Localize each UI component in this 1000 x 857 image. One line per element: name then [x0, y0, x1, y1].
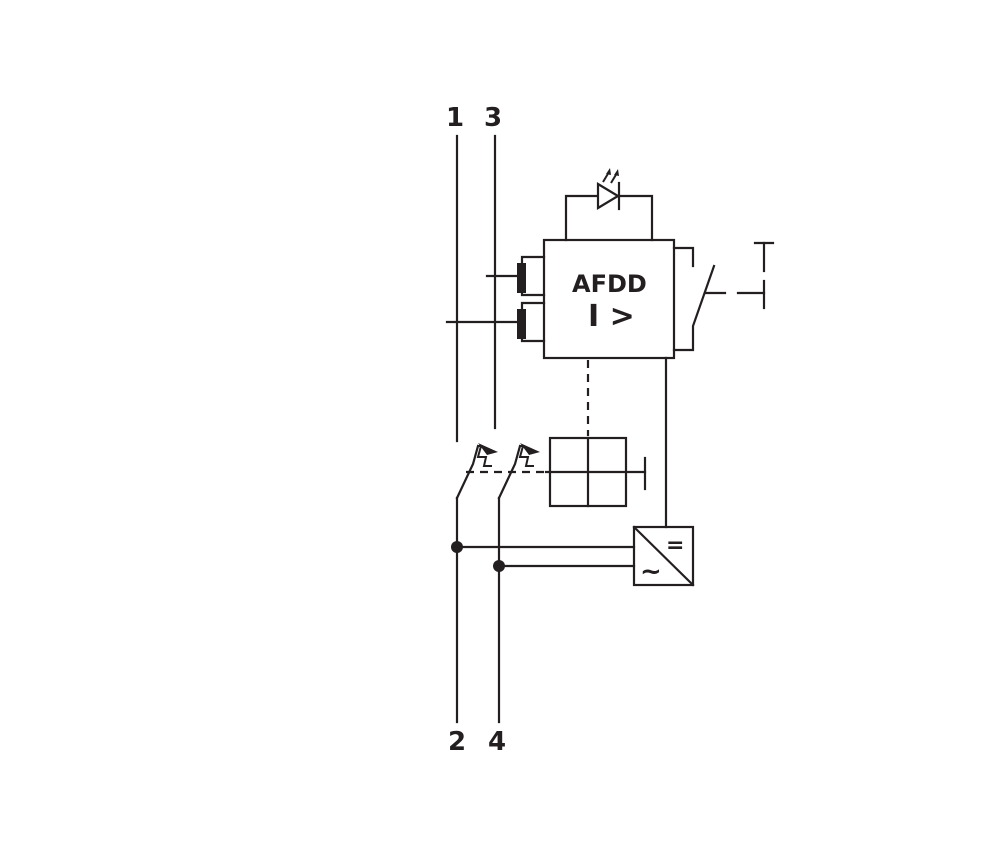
current-sensor-coil-2	[445, 301, 546, 343]
ac-symbol: ~	[640, 557, 662, 587]
afdd-block: AFDD I >	[542, 238, 676, 360]
pole-switch-1	[455, 443, 498, 500]
terminal-1-label: 1	[446, 103, 464, 133]
afdd-label: AFDD	[572, 270, 647, 298]
dc-symbol: =	[666, 533, 684, 558]
ac-dc-converter: = ~	[632, 525, 695, 587]
test-button	[672, 241, 775, 352]
terminal-4-label: 4	[488, 727, 506, 757]
trip-actuator	[544, 436, 647, 508]
terminal-3-label: 3	[484, 103, 502, 133]
current-sensor-coil-1	[485, 255, 546, 297]
status-led-icon	[564, 168, 654, 242]
overcurrent-label: I >	[588, 299, 635, 334]
pole-switch-2	[497, 443, 540, 500]
terminal-2-label: 2	[448, 727, 466, 757]
